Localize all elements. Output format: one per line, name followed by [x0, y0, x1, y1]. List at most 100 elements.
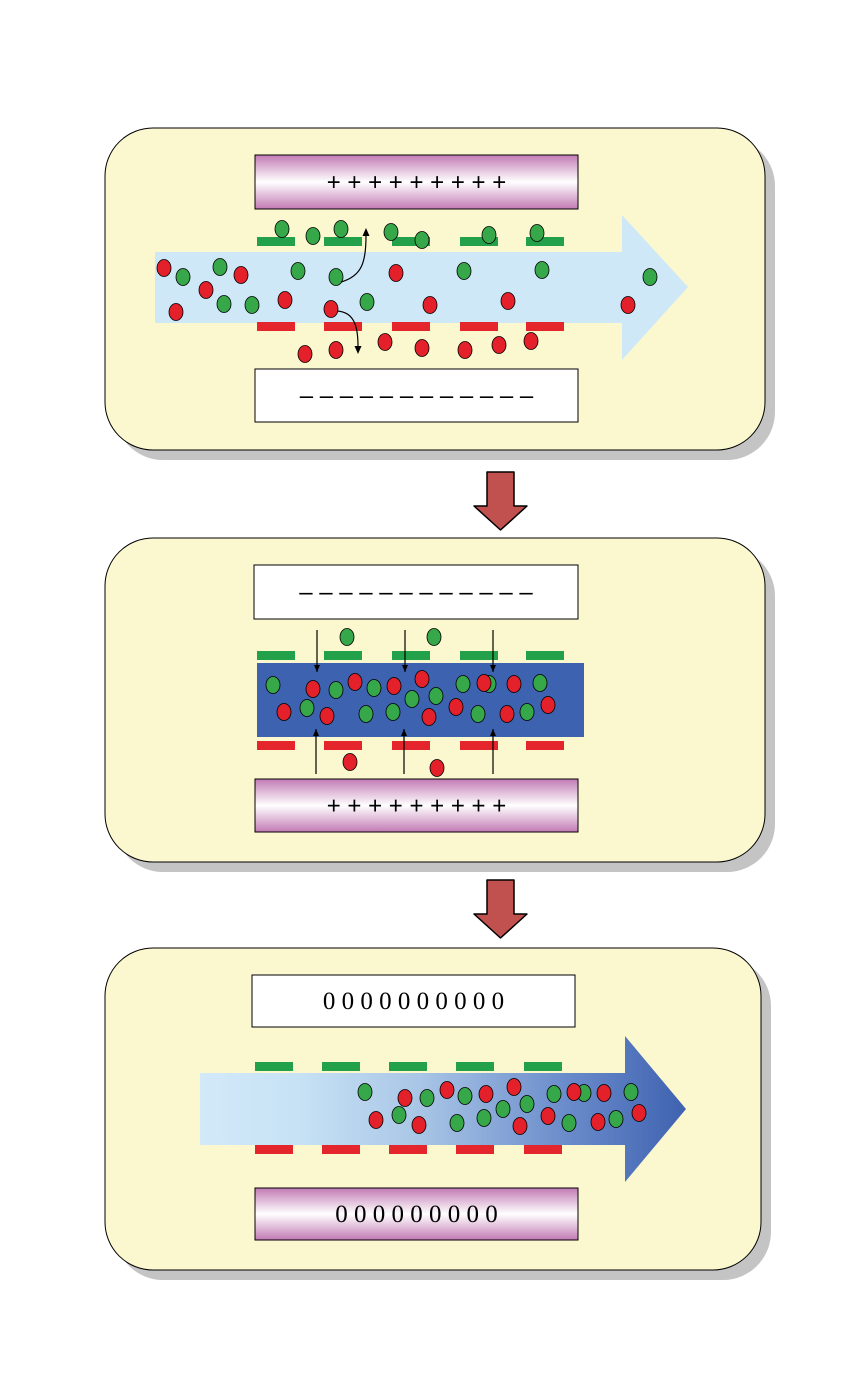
- cation-exchange-strip-4: [460, 741, 498, 750]
- cation-released-2: [429, 759, 445, 777]
- cation-7: [388, 264, 404, 282]
- cation-exchange-strip-3: [392, 741, 430, 750]
- anion-5: [449, 1114, 465, 1132]
- anion-exchange-strip-1: [255, 1062, 293, 1071]
- anion-13: [608, 1110, 624, 1128]
- cation-exchange-strip-2: [324, 322, 362, 331]
- cation-11: [499, 705, 515, 723]
- anion-6: [385, 703, 401, 721]
- anion-4: [299, 699, 315, 717]
- anion-7: [359, 293, 375, 311]
- panel-3: 0 0 0 0 0 0 0 0 0 00 0 0 0 0 0 0 0 0: [104, 947, 771, 1280]
- cation-1: [305, 680, 321, 698]
- cation-1: [397, 1089, 413, 1107]
- negative-electrode: [253, 564, 579, 620]
- negative-electrode-label: – – – – – – – – – – – –: [299, 579, 533, 606]
- anion-adsorbed-2: [305, 227, 321, 245]
- cation-3: [478, 1085, 494, 1103]
- cation-exchange-strip-1: [257, 322, 295, 331]
- anion-3: [457, 1087, 473, 1105]
- anion-exchange-strip-2: [324, 237, 362, 246]
- anion-5: [358, 705, 374, 723]
- cation-12: [540, 696, 556, 714]
- cation-migration-arrow-head: [354, 346, 362, 354]
- neutral-electrode-bottom: [254, 1187, 579, 1241]
- positive-electrode: [254, 778, 579, 833]
- anion-released-1: [339, 628, 355, 646]
- anion-exchange-strip-3: [392, 237, 430, 246]
- anion-adsorbed-3: [333, 220, 349, 238]
- cation-4: [506, 1078, 522, 1096]
- cation-3: [233, 266, 249, 284]
- anion-3: [216, 295, 232, 313]
- anion-11: [623, 1083, 639, 1101]
- cation-4: [168, 303, 184, 321]
- anion-8: [428, 687, 444, 705]
- anion-exchange-strip-2: [322, 1062, 360, 1071]
- anion-7: [495, 1100, 511, 1118]
- anion-exchange-strip-4: [460, 237, 498, 246]
- anion-exchange-strip-4: [456, 1062, 494, 1071]
- anion-1: [175, 268, 191, 286]
- negative-electrode: [254, 368, 579, 423]
- anion-adsorbed-6: [481, 226, 497, 244]
- anion-exchange-strip-3: [389, 1062, 427, 1071]
- anion-1: [357, 1083, 373, 1101]
- cation-exchange-strip-4: [460, 322, 498, 331]
- cation-6: [411, 1116, 427, 1134]
- anion-migration-arrow: [340, 235, 367, 283]
- cation-4: [414, 670, 430, 688]
- cation-8: [448, 698, 464, 716]
- anion-13: [519, 703, 535, 721]
- cation-migration-arrow: [336, 310, 359, 347]
- cation-2: [198, 281, 214, 299]
- anion-5: [290, 262, 306, 280]
- cation-2: [347, 673, 363, 691]
- expel-arrow-top-1-head: [314, 665, 320, 672]
- anion-7: [404, 690, 420, 708]
- neutral-electrode-top: [251, 974, 576, 1028]
- anion-2: [419, 1089, 435, 1107]
- expel-arrow-top-2-head: [402, 665, 408, 672]
- cation-exchange-strip-5: [526, 741, 564, 750]
- down-arrow-icon-2: [473, 879, 528, 939]
- anion-8: [519, 1095, 535, 1113]
- panel-1: + + + + + + + + +– – – – – – – – – – – –: [104, 127, 775, 460]
- positive-electrode-label: + + + + + + + + +: [327, 169, 506, 196]
- cation-9: [476, 674, 492, 692]
- anion-3: [366, 679, 382, 697]
- cation-7: [421, 708, 437, 726]
- anion-exchange-strip-5: [526, 651, 564, 660]
- cation-2: [439, 1081, 455, 1099]
- expel-arrow-top-3-head: [490, 665, 496, 672]
- anion-10: [642, 268, 658, 286]
- anion-released-2: [426, 628, 442, 646]
- cation-adsorbed-7: [523, 332, 539, 350]
- anion-4: [391, 1106, 407, 1124]
- anion-exchange-strip-5: [524, 1062, 562, 1071]
- cation-10: [620, 296, 636, 314]
- anion-exchange-strip-3: [392, 651, 430, 660]
- anion-12: [470, 705, 486, 723]
- cation-5: [277, 291, 293, 309]
- down-arrow-icon-1: [473, 471, 528, 531]
- cation-exchange-strip-1: [255, 1145, 293, 1154]
- cation-adsorbed-2: [328, 341, 344, 359]
- neutral-electrode-bottom-label: 0 0 0 0 0 0 0 0 0: [335, 1201, 498, 1228]
- expel-arrow-bottom-2-head: [401, 729, 407, 736]
- cation-exchange-strip-3: [389, 1145, 427, 1154]
- cation-6: [319, 707, 335, 725]
- anion-2: [328, 681, 344, 699]
- cation-1: [156, 259, 172, 277]
- cation-9: [566, 1083, 582, 1101]
- cation-10: [596, 1084, 612, 1102]
- cation-8: [422, 296, 438, 314]
- cation-adsorbed-4: [414, 339, 430, 357]
- cation-11: [590, 1113, 606, 1131]
- cation-adsorbed-3: [377, 333, 393, 351]
- cation-6: [323, 300, 339, 318]
- cation-exchange-strip-3: [392, 322, 430, 331]
- anion-4: [244, 296, 260, 314]
- cation-adsorbed-1: [297, 345, 313, 363]
- anion-11: [532, 674, 548, 692]
